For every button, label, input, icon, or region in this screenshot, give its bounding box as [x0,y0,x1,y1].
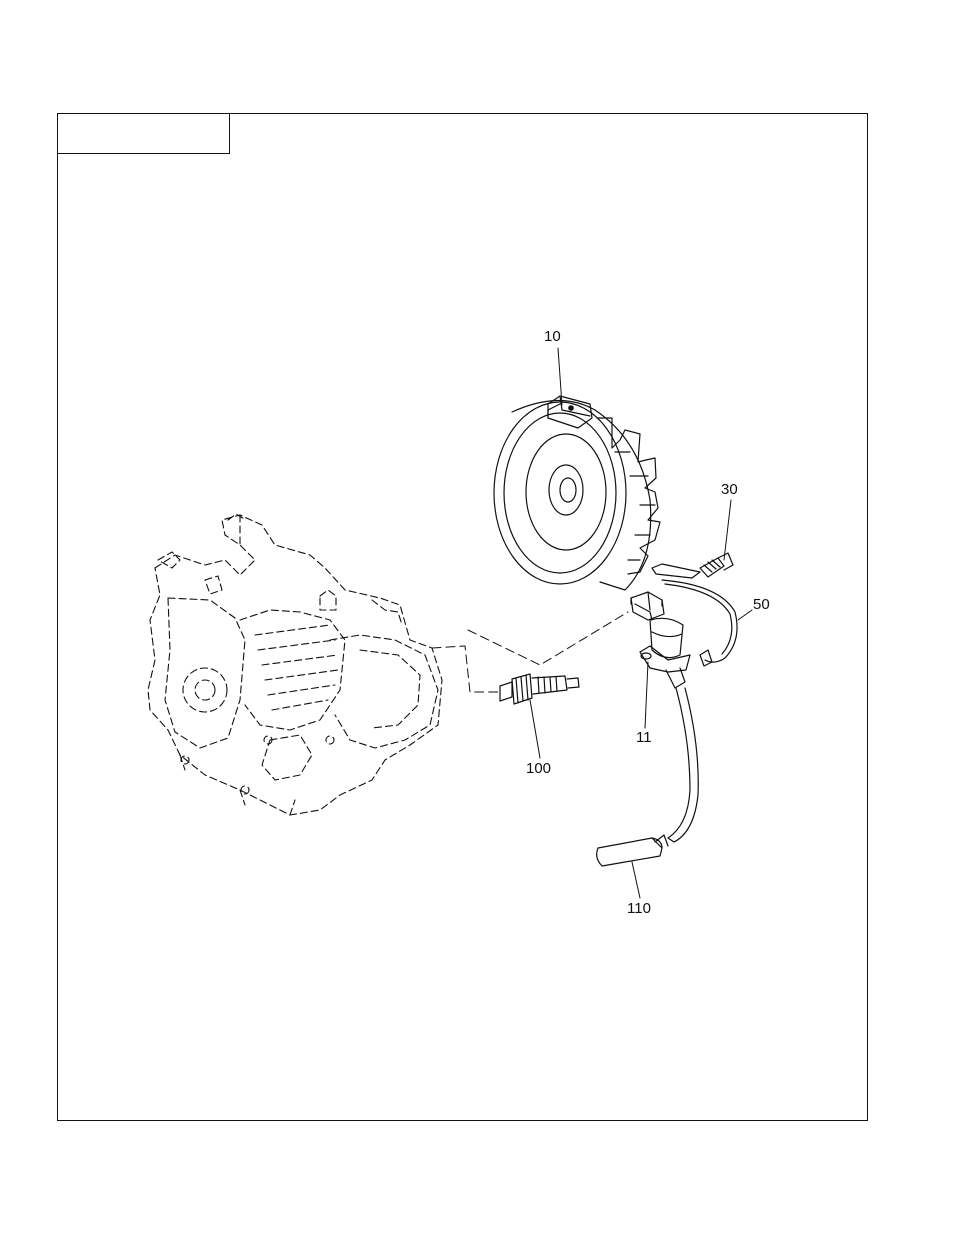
callout-labels: 10 30 50 11 100 110 [526,328,770,917]
spark-plug-cap [597,835,668,866]
callout-11: 11 [636,729,652,746]
ignition-coil [631,592,690,688]
screw [652,553,733,578]
callout-10: 10 [544,328,561,345]
spark-plug-lead [668,688,698,842]
spark-plug [500,674,579,704]
callout-50: 50 [753,596,770,613]
flywheel [494,396,660,590]
ground-wire [662,580,737,666]
callout-30: 30 [721,481,738,498]
callout-100: 100 [526,760,551,777]
engine-block [148,514,442,815]
leader-lines [530,348,752,898]
callout-110: 110 [627,900,651,917]
